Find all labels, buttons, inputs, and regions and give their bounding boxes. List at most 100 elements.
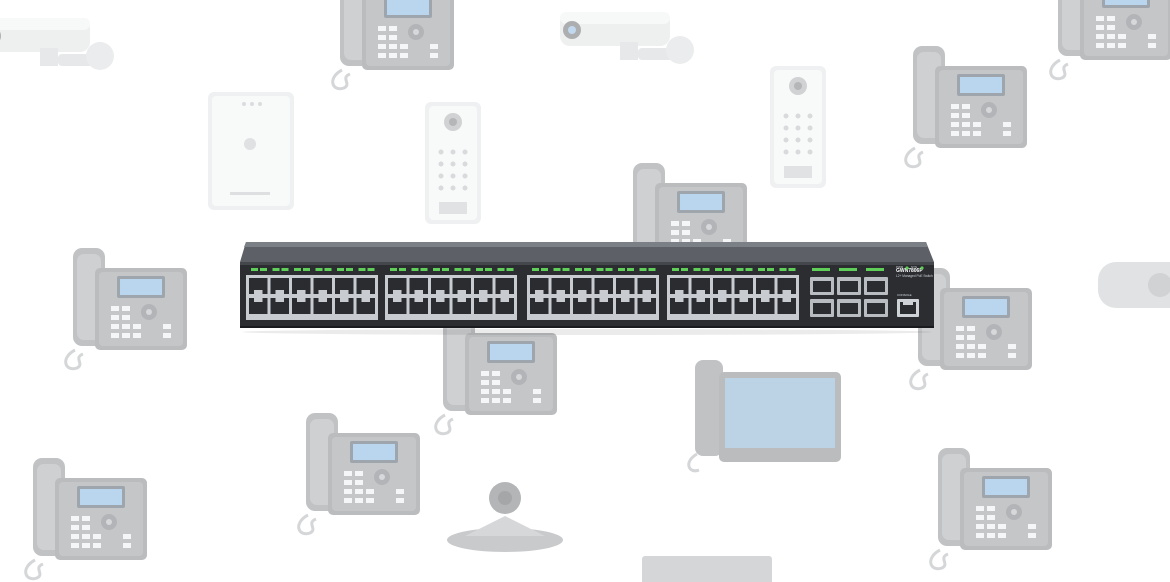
rj45-port-tab [696,298,705,302]
rj45-port-tab [642,290,651,294]
port-led-icon [324,268,332,271]
rj45-port-tab [739,290,748,294]
rj45-port [670,278,689,294]
rj45-port-tab [599,290,608,294]
subtitle-label: L2+ Managed PoE Switch [896,274,933,278]
port-block [246,275,378,320]
rj45-port [713,298,732,314]
rj45-port [616,278,635,294]
door-intercom-icon [770,66,826,188]
port-led-icon [358,268,366,271]
rj45-port [431,278,450,294]
rj45-port [777,278,796,294]
port-led-icon [584,268,591,271]
port-led-icon [506,268,514,271]
rj45-port-group [246,275,799,320]
rj45-port [734,278,753,294]
rj45-port [551,278,570,294]
rj45-port [691,298,710,314]
video-conference-hub-icon [1098,262,1170,308]
rj45-port [335,278,354,294]
rj45-port-tab [254,290,263,294]
ip-phone-icon [331,0,456,91]
rj45-port-tab [275,290,284,294]
sfp-port-slot [813,303,831,314]
rj45-port [388,298,407,314]
sfp-port-slot [840,303,858,314]
rj45-port [292,278,311,294]
rj45-port [335,298,354,314]
rj45-port [637,298,656,314]
port-led-icon [575,268,582,271]
rj45-port [756,278,775,294]
rj45-port [551,298,570,314]
rj45-port [356,278,375,294]
rj45-port [474,278,493,294]
video-conference-hub-icon [642,556,772,582]
sfp-led-icon [866,268,884,271]
port-led-icon [541,268,548,271]
rj45-port-tab [761,298,770,302]
rj45-port-tab [318,298,327,302]
rj45-port [530,278,549,294]
ip-phone-icon [297,411,422,536]
ip-phone-icon [904,44,1029,169]
port-led-icon [715,268,722,271]
rj45-port [573,278,592,294]
rj45-port-tab [621,290,630,294]
ip-phone-icon [64,246,189,371]
port-led-icon [497,268,505,271]
rj45-port-tab [578,290,587,294]
rj45-port-tab [782,290,791,294]
port-led-icon [463,268,471,271]
rj45-port-tab [718,290,727,294]
rj45-port [313,298,332,314]
port-block [385,275,517,320]
rj45-port [249,298,268,314]
conference-camera-icon [447,482,563,552]
rj45-port [452,278,471,294]
rj45-port-tab [479,298,488,302]
sfp-port-slot [867,281,885,292]
rj45-port-tab [297,290,306,294]
port-led-icon [605,268,613,271]
ip-phone-icon [929,446,1054,571]
rj45-port [356,298,375,314]
port-led-icon [681,268,688,271]
rj45-port-tab [621,298,630,302]
rj45-port-tab [556,290,565,294]
port-led-icon [251,268,258,271]
bullet-camera-icon [560,12,694,64]
rj45-port [409,298,428,314]
ip-phone-icon [24,456,149,581]
rj45-port [530,298,549,314]
bullet-camera-icon [0,18,114,70]
port-led-icon [390,268,397,271]
rj45-port-tab [782,298,791,302]
rj45-port-tab [393,290,402,294]
rj45-port-tab [414,290,423,294]
pwr-led-label: PWR [896,265,904,269]
port-led-icon [442,268,449,271]
port-led-icon [367,268,375,271]
rj45-port [777,298,796,314]
port-led-icon [639,268,647,271]
rj45-port-tab [535,298,544,302]
rj45-port-tab [718,298,727,302]
rj45-port-tab [457,290,466,294]
port-block [667,275,799,320]
rj45-port-tab [361,298,370,302]
port-led-icon [672,268,679,271]
port-led-icon [767,268,774,271]
rj45-port-tab [675,298,684,302]
port-led-icon [745,268,753,271]
rj45-port [409,278,428,294]
port-led-icon [618,268,625,271]
rj45-port-tab [696,290,705,294]
network-switch: GWN7806P L2+ Managed PoE Switch CONSOLE … [240,242,934,335]
port-led-icon [724,268,731,271]
rj45-port-tab [500,290,509,294]
port-led-icon [260,268,267,271]
